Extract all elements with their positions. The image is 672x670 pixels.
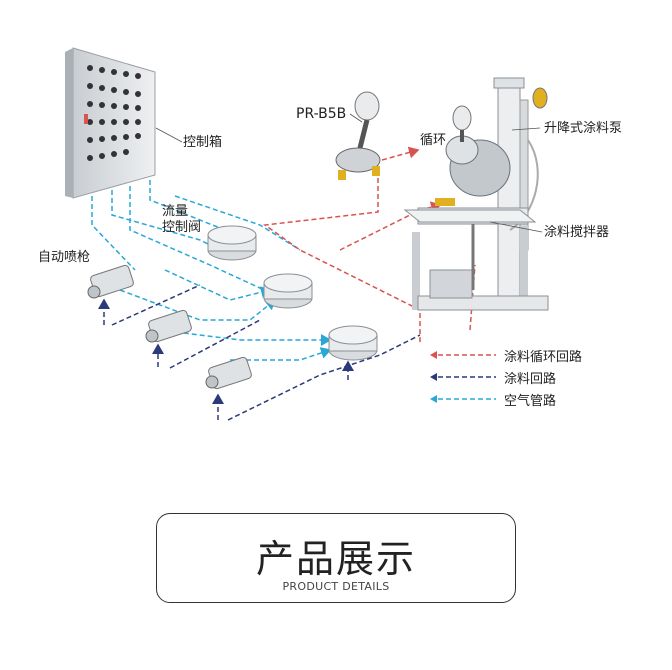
- system-diagram: [65, 47, 549, 421]
- pump-model-label: PR-B5B: [296, 106, 347, 122]
- control-cabinet: [65, 47, 156, 199]
- blue-dash-arrow-icon: [430, 395, 496, 403]
- legend-label-circulation: 涂料循环回路: [504, 350, 583, 365]
- legend-label-paint: 涂料回路: [504, 372, 557, 387]
- pump-pr-b5b: [335, 91, 381, 180]
- product-details-box: 产品展示 PRODUCT DETAILS: [156, 513, 516, 603]
- lift-pump: [403, 77, 549, 311]
- flow-valve-label-line2: 控制阀: [162, 220, 202, 235]
- control-box-label: 控制箱: [183, 135, 223, 150]
- product-details-subtitle: PRODUCT DETAILS: [282, 580, 390, 593]
- legend-label-air: 空气管路: [504, 394, 557, 409]
- flow-valve-label-line1: 流量: [162, 204, 189, 219]
- lift-pump-label: 升降式涂料泵: [544, 121, 623, 136]
- circulation-label: 循环: [420, 133, 447, 148]
- legend-item-paint: 涂料回路: [430, 368, 630, 387]
- auto-spray-gun-3: [205, 356, 252, 390]
- flow-control-valve-3: [328, 325, 378, 361]
- paint-lines: [98, 284, 421, 421]
- auto-spray-gun-2: [145, 309, 192, 343]
- product-details-title: 产品展示: [255, 537, 416, 581]
- navy-dash-arrow-icon: [430, 373, 496, 381]
- flow-valve-label: 流量 控制阀: [162, 204, 214, 236]
- auto-gun-label: 自动喷枪: [38, 250, 91, 265]
- legend-item-air: 空气管路: [430, 390, 630, 409]
- red-dash-arrow-icon: [430, 351, 496, 359]
- legend-item-circulation: 涂料循环回路: [430, 346, 630, 365]
- flow-control-valve-2: [263, 273, 313, 309]
- auto-spray-gun-1: [87, 264, 134, 299]
- flow-control-valve-1: [207, 225, 257, 261]
- air-lines: [91, 180, 332, 361]
- circulation-lines: [262, 146, 476, 345]
- agitator-label: 涂料搅拌器: [544, 225, 610, 240]
